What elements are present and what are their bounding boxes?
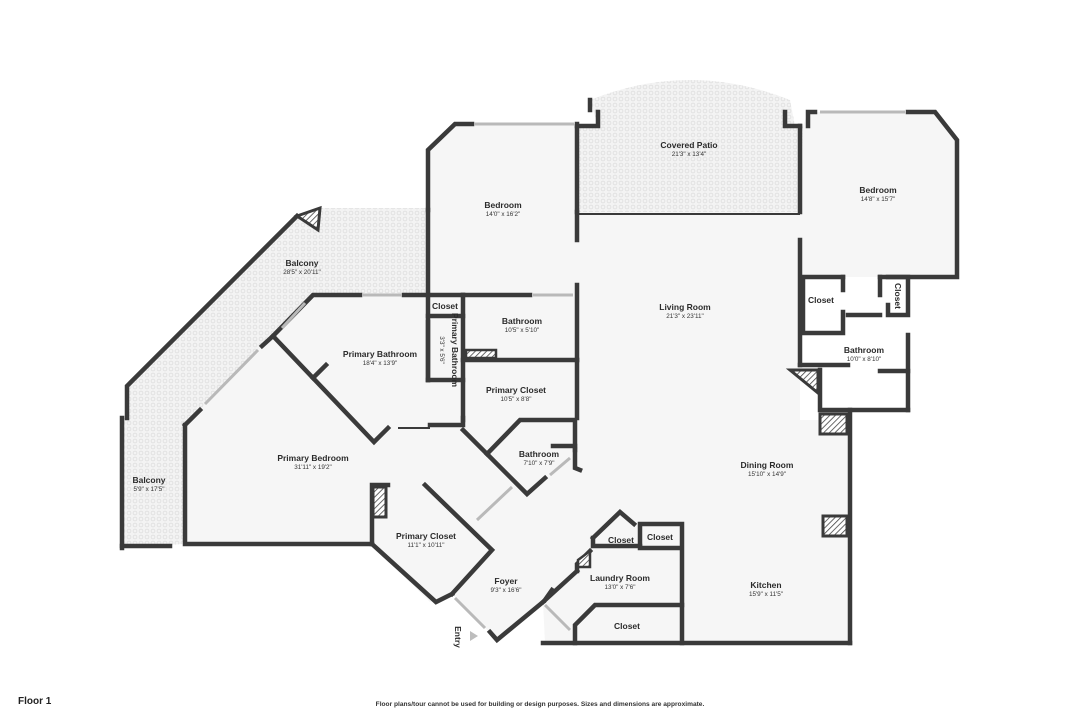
bathroom-right-label: Bathroom (844, 345, 885, 355)
closet-c-label: Closet (893, 283, 903, 309)
bathroom-1-dim: 10'5" x 5'10" (505, 327, 540, 334)
laundry-room-label: Laundry Room (590, 573, 650, 583)
bedroom-right-label: Bedroom (859, 185, 897, 195)
balcony-top-label: Balcony (285, 258, 318, 268)
disclaimer: Floor plans/tour cannot be used for buil… (375, 701, 705, 708)
primary-closet-2-label: Primary Closet (396, 531, 456, 541)
primary-closet-2-dim: 11'1" x 10'11" (407, 542, 444, 549)
bathroom-2-dim: 7'10" x 7'9" (523, 460, 554, 467)
closet-f-label: Closet (614, 621, 640, 631)
balcony-left-dim: 5'9" x 17'5" (133, 486, 164, 493)
primary-bathroom-label: Primary Bathroom (343, 349, 418, 359)
entry-label: Entry (453, 626, 463, 648)
closet-a-label: Closet (432, 301, 458, 311)
kitchen-dim: 15'9" x 11'5" (749, 591, 783, 598)
closet-b-label: Closet (808, 295, 834, 305)
primary-closet-1-label: Primary Closet (486, 385, 546, 395)
covered-patio-dim: 21'3" x 13'4" (672, 151, 707, 158)
closet-d-label: Closet (608, 535, 634, 545)
kitchen-label: Kitchen (750, 580, 781, 590)
living-room-dim: 21'3" x 23'11" (666, 313, 704, 320)
primary-closet-1-dim: 10'5" x 8'8" (500, 396, 531, 403)
living-room-label: Living Room (659, 302, 711, 312)
dining-room-dim: 15'10" x 14'9" (748, 471, 786, 478)
walls (119, 97, 960, 646)
primary-bathroom-small-dim: 3'3" x 5'6" (438, 336, 445, 364)
laundry-room-dim: 13'0" x 7'6" (604, 584, 635, 591)
primary-bathroom-small-label: Primary Bathroom (450, 313, 460, 388)
bathroom-right-dim: 10'0" x 8'10" (847, 356, 882, 363)
dining-room-label: Dining Room (741, 460, 794, 470)
primary-bathroom-dim: 18'4" x 13'9" (363, 360, 398, 367)
bedroom-right-dim: 14'8" x 15'7" (861, 196, 896, 203)
foyer-label: Foyer (494, 576, 518, 586)
primary-bedroom-dim: 31'11" x 19'2" (294, 464, 332, 471)
covered-patio-label: Covered Patio (660, 140, 717, 150)
floor-label: Floor 1 (18, 696, 52, 707)
bedroom-center-dim: 14'0" x 16'2" (486, 211, 521, 218)
interior-fill (183, 112, 957, 643)
balcony-left-label: Balcony (132, 475, 165, 485)
bathroom-1-label: Bathroom (502, 316, 543, 326)
closet-e-label: Closet (647, 532, 673, 542)
foyer-dim: 9'3" x 16'6" (490, 587, 521, 594)
primary-bedroom-label: Primary Bedroom (277, 453, 349, 463)
bathroom-2-label: Bathroom (519, 449, 560, 459)
room-labels: Covered Patio 21'3" x 13'4" Bedroom 14'0… (132, 140, 903, 648)
bedroom-center-label: Bedroom (484, 200, 522, 210)
balcony-top-dim: 28'5" x 20'11" (283, 269, 321, 276)
